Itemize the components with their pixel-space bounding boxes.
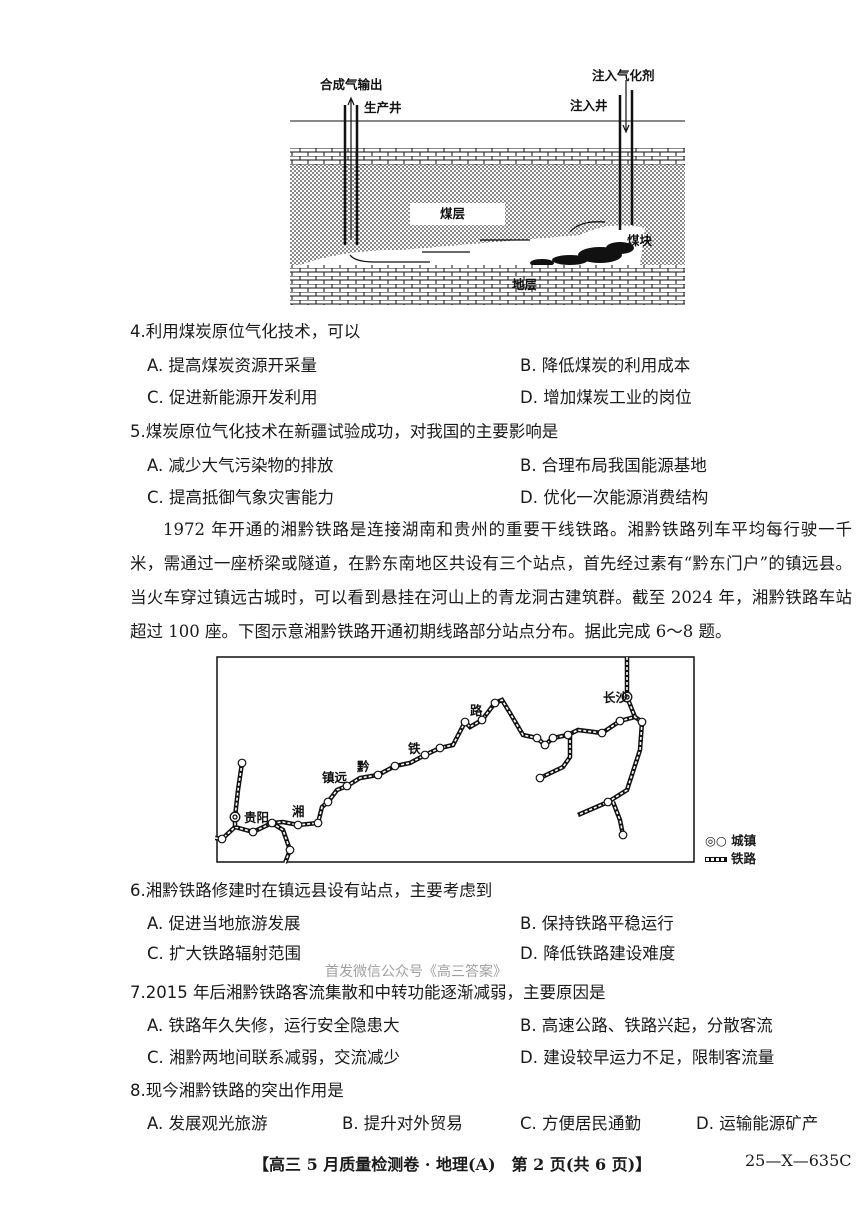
question-number: 5. [130,422,146,441]
question-7: 7.2015 年后湘黔铁路客流集散和中转功能逐渐减弱，主要原因是 [130,983,606,1003]
label-syngas-output: 合成气输出 [320,77,383,92]
city-marker [624,694,630,700]
question-6: 6.湘黔铁路修建时在镇远县设有站点，主要考虑到 [130,881,492,901]
railway-line-dash [234,762,243,827]
label-coal-block: 煤块 [627,233,653,248]
question-stem: 利用煤炭原位气化技术，可以 [145,322,361,341]
label-zhenyuan: 镇远 [322,770,348,785]
station-marker [460,717,470,727]
option-6d: D. 降低铁路建设难度 [520,944,676,963]
question-5: 5.煤炭原位气化技术在新疆试验成功，对我国的主要影响是 [130,422,558,442]
question-number: 7. [130,983,146,1002]
railway-line-dash [612,801,624,836]
option-7c: C. 湘黔两地间联系减弱，交流减少 [147,1048,401,1067]
station-marker [293,820,303,830]
station-marker [563,730,573,740]
station-marker [217,834,227,844]
option-8b: B. 提升对外贸易 [342,1114,463,1133]
label-stratum: 地层 [512,277,538,292]
label-coal-seam: 煤层 [440,206,466,221]
station-marker [435,743,445,753]
label-tie: 铁 [408,741,421,756]
option-8d: D. 运输能源矿产 [696,1114,819,1133]
station-marker [597,728,607,738]
option-8c: C. 方便居民通勤 [520,1114,642,1133]
question-number: 4. [130,322,146,341]
station-marker [342,781,352,791]
footer-title: 【高三 5 月质量检测卷 · 地理(A) 第 2 页(共 6 页)】 [253,1155,652,1174]
option-5b: B. 合理布局我国能源基地 [520,456,707,475]
coal-blocks [530,242,634,267]
station-marker [477,715,487,725]
station-marker [532,733,542,743]
option-4d: D. 增加煤炭工业的岗位 [520,388,692,407]
label-lu: 路 [470,703,483,718]
map-legend: ◎○ 城镇 铁路 [705,832,756,868]
station-marker [420,750,430,760]
option-4a: A. 提高煤炭资源开采量 [147,356,317,375]
question-stem: 现今湘黔铁路的突出作用是 [145,1081,344,1100]
railway-line-dash [539,735,571,779]
option-7d: D. 建设较早运力不足，限制客流量 [520,1048,775,1067]
option-8a: A. 发展观光旅游 [147,1114,268,1133]
station-marker [540,740,550,750]
option-7b: B. 高速公路、铁路兴起，分散客流 [520,1016,773,1035]
station-marker [490,698,500,708]
station-marker [248,827,258,837]
station-marker [237,758,247,768]
option-6b: B. 保持铁路平稳运行 [520,914,674,933]
station-marker [390,761,400,771]
question-8: 8.现今湘黔铁路的突出作用是 [130,1081,344,1101]
question-number: 6. [130,881,146,900]
station-marker [373,770,383,780]
station-marker [313,818,323,828]
question-4: 4.利用煤炭原位气化技术，可以 [130,322,360,342]
option-6c: C. 扩大铁路辐射范围 [147,944,302,963]
railway-map: 贵阳 长沙 镇远 湘 黔 铁 路 [215,656,695,864]
station-marker [548,733,558,743]
station-marker [323,797,333,807]
station-marker [603,797,613,807]
injection-well [618,90,634,230]
label-inject-agent: 注入气化剂 [592,68,655,83]
passage: 1972 年开通的湘黔铁路是连接湖南和贵州的重要干线铁路。湘黔铁路列车平均每行驶… [130,520,852,641]
station-marker [267,818,277,828]
town-icon: ◎○ [705,833,732,848]
label-xiang: 湘 [292,804,305,819]
question-stem: 湘黔铁路修建时在镇远县设有站点，主要考虑到 [145,881,493,900]
station-marker [637,717,647,727]
label-qian: 黔 [357,759,370,774]
option-5d: D. 优化一次能源消费结构 [520,488,709,507]
railway-line-dash [271,822,291,864]
station-marker [535,773,545,783]
production-well [343,105,359,245]
legend-railway: 铁路 [705,850,756,868]
option-5c: C. 提高抵御气象灾害能力 [147,488,335,507]
label-guiyang: 贵阳 [244,810,269,825]
station-marker [615,716,625,726]
option-4c: C. 促进新能源开发利用 [147,388,318,407]
option-5a: A. 减少大气污染物的排放 [147,456,334,475]
station-marker [618,830,628,840]
city-marker [232,814,238,820]
option-6a: A. 促进当地旅游发展 [147,914,301,933]
label-production-well: 生产井 [364,100,402,115]
question-number: 8. [130,1081,146,1100]
question-stem: 2015 年后湘黔铁路客流集散和中转功能逐渐减弱，主要原因是 [145,983,606,1002]
footer-code: 25—X—635C [745,1151,852,1170]
railway-icon [705,857,727,862]
station-marker [285,845,295,855]
option-7a: A. 铁路年久失修，运行安全隐患大 [147,1016,400,1035]
question-stem: 煤炭原位气化技术在新疆试验成功，对我国的主要影响是 [145,422,559,441]
flow-arrows [347,80,630,263]
watermark: 首发微信公众号《高三答案》 [325,964,507,980]
label-injection-well: 注入井 [570,98,608,113]
coal-gasification-diagram: 合成气输出 生产井 注入气化剂 注入井 煤层 煤块 地层 [290,68,685,305]
legend-town: ◎○ 城镇 [705,833,757,848]
option-4b: B. 降低煤炭的利用成本 [520,356,691,375]
railway-line-dash [577,721,643,816]
label-changsha: 长沙 [603,690,629,705]
